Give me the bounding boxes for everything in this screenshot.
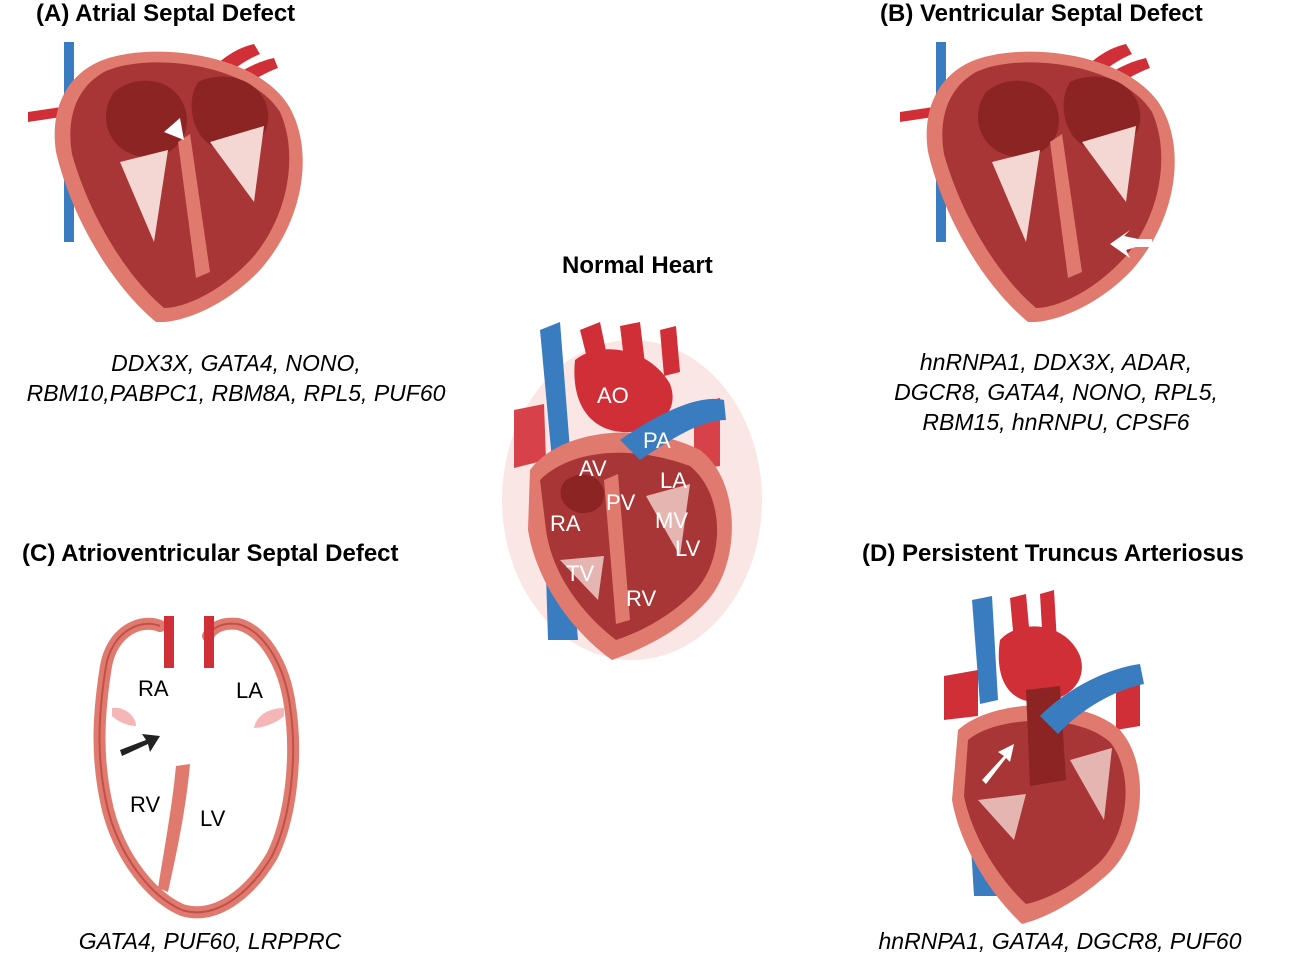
label-lv: LV [675,536,701,561]
label-lv: LV [200,806,226,831]
normal-heart-title: Normal Heart [562,252,713,279]
label-ra: RA [138,676,169,701]
normal-heart-labels: AO PA AV LA PV RA MV TV LV RV [550,383,701,611]
normal-heart [502,322,762,660]
label-ao: AO [597,383,629,408]
label-la: LA [660,468,687,493]
label-tv: TV [566,561,594,586]
avsd-arrow-icon [120,734,160,756]
label-la: LA [236,678,263,703]
asd-heart [28,42,303,322]
label-rv: RV [626,586,656,611]
label-mv: MV [655,508,688,533]
label-pa: PA [643,428,671,453]
panel-b-genes-line: RBM15, hnRNPU, CPSF6 [922,409,1190,435]
label-pv: PV [606,490,636,515]
avsd-schematic [93,616,300,919]
vsd-heart [900,42,1175,322]
avsd-labels: RA LA RV LV [130,676,263,831]
pta-arrow-icon [982,744,1014,784]
panel-d-genes-line: hnRNPA1, GATA4, DGCR8, PUF60 [878,928,1242,954]
panel-b-title: (B) Ventricular Septal Defect [880,0,1203,27]
pta-heart [944,590,1144,924]
vsd-arrow-shaft [1124,239,1152,247]
panel-a-title: (A) Atrial Septal Defect [36,0,296,27]
label-rv: RV [130,792,160,817]
panel-b-genes: hnRNPA1, DDX3X, ADAR, DGCR8, GATA4, NONO… [836,347,1276,437]
panel-a-genes-line: DDX3X, GATA4, NONO, [111,350,361,376]
panel-b-genes-line: DGCR8, GATA4, NONO, RPL5, [894,379,1218,405]
label-av: AV [579,456,607,481]
panel-c-genes-line: GATA4, PUF60, LRPPRC [78,928,342,954]
panel-c-genes: GATA4, PUF60, LRPPRC [20,926,400,956]
panel-c-title: (C) Atrioventricular Septal Defect [22,540,399,567]
panel-b-genes-line: hnRNPA1, DDX3X, ADAR, [919,349,1193,375]
panel-a-genes: DDX3X, GATA4, NONO, RBM10,PABPC1, RBM8A,… [0,348,472,408]
panel-d-title: (D) Persistent Truncus Arteriosus [862,540,1244,567]
panel-d-genes: hnRNPA1, GATA4, DGCR8, PUF60 [840,926,1280,956]
asd-arrow-icon [164,118,184,140]
label-ra: RA [550,511,581,536]
panel-a-genes-line: RBM10,PABPC1, RBM8A, RPL5, PUF60 [26,380,446,406]
